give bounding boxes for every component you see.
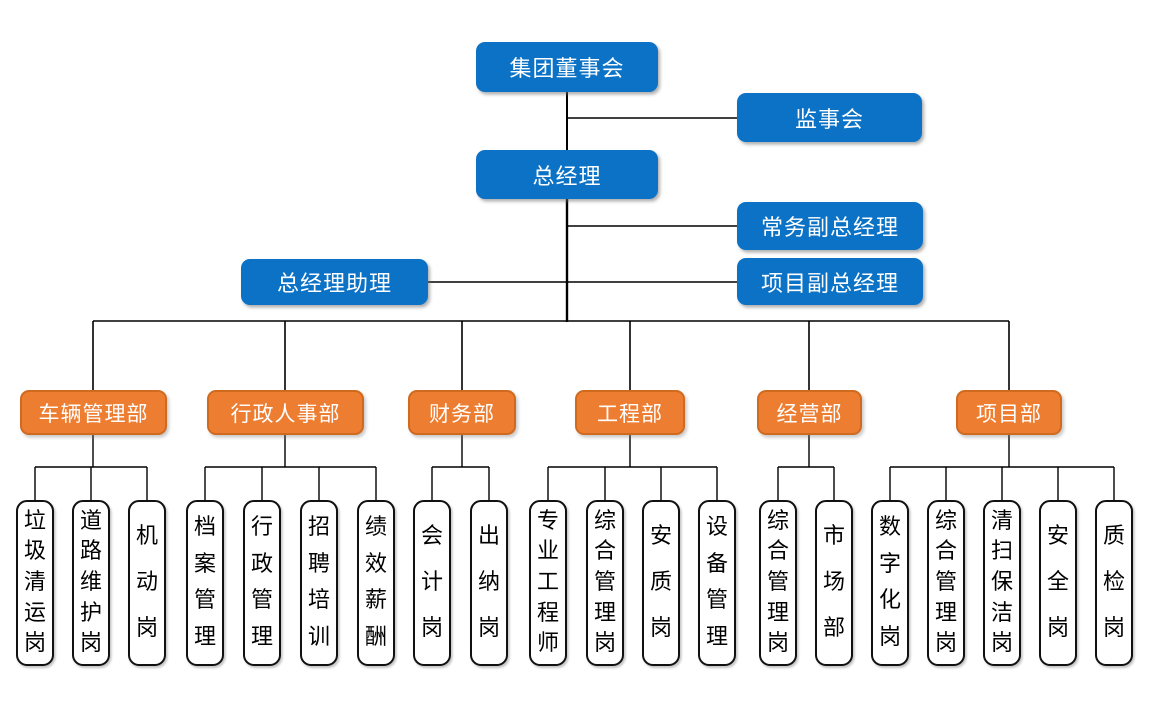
- position-node: 会计岗: [413, 500, 451, 666]
- position-node: 综合管理岗: [759, 500, 797, 666]
- position-node: 绩效薪酬: [357, 500, 395, 666]
- node-project-deputy-gm: 项目副总经理: [737, 258, 923, 305]
- position-node: 安质岗: [642, 500, 680, 666]
- position-node: 质检岗: [1095, 500, 1133, 666]
- position-node: 设备管理: [698, 500, 736, 666]
- position-node: 清扫保洁岗: [983, 500, 1021, 666]
- node-supervisory-board: 监事会: [737, 93, 922, 142]
- node-executive-deputy-gm: 常务副总经理: [737, 202, 923, 250]
- dept-admin-hr: 行政人事部: [207, 390, 364, 435]
- node-board-of-directors: 集团董事会: [476, 42, 658, 92]
- position-node: 招聘培训: [300, 500, 338, 666]
- position-node: 市场部: [815, 500, 853, 666]
- position-node: 机动岗: [128, 500, 166, 666]
- position-node: 档案管理: [186, 500, 224, 666]
- position-node: 垃圾清运岗: [16, 500, 54, 666]
- position-node: 综合管理岗: [927, 500, 965, 666]
- dept-vehicle-management: 车辆管理部: [20, 390, 167, 435]
- position-node: 道路维护岗: [72, 500, 110, 666]
- dept-engineering: 工程部: [575, 390, 685, 435]
- position-node: 综合管理岗: [586, 500, 624, 666]
- position-node: 数字化岗: [871, 500, 909, 666]
- position-node: 出纳岗: [470, 500, 508, 666]
- position-node: 安全岗: [1039, 500, 1077, 666]
- position-node: 专业工程师: [529, 500, 567, 666]
- dept-project: 项目部: [956, 390, 1062, 435]
- position-node: 行政管理: [243, 500, 281, 666]
- node-gm-assistant: 总经理助理: [241, 259, 428, 305]
- dept-operations: 经营部: [757, 390, 862, 435]
- node-general-manager: 总经理: [476, 150, 658, 199]
- dept-finance: 财务部: [408, 390, 516, 435]
